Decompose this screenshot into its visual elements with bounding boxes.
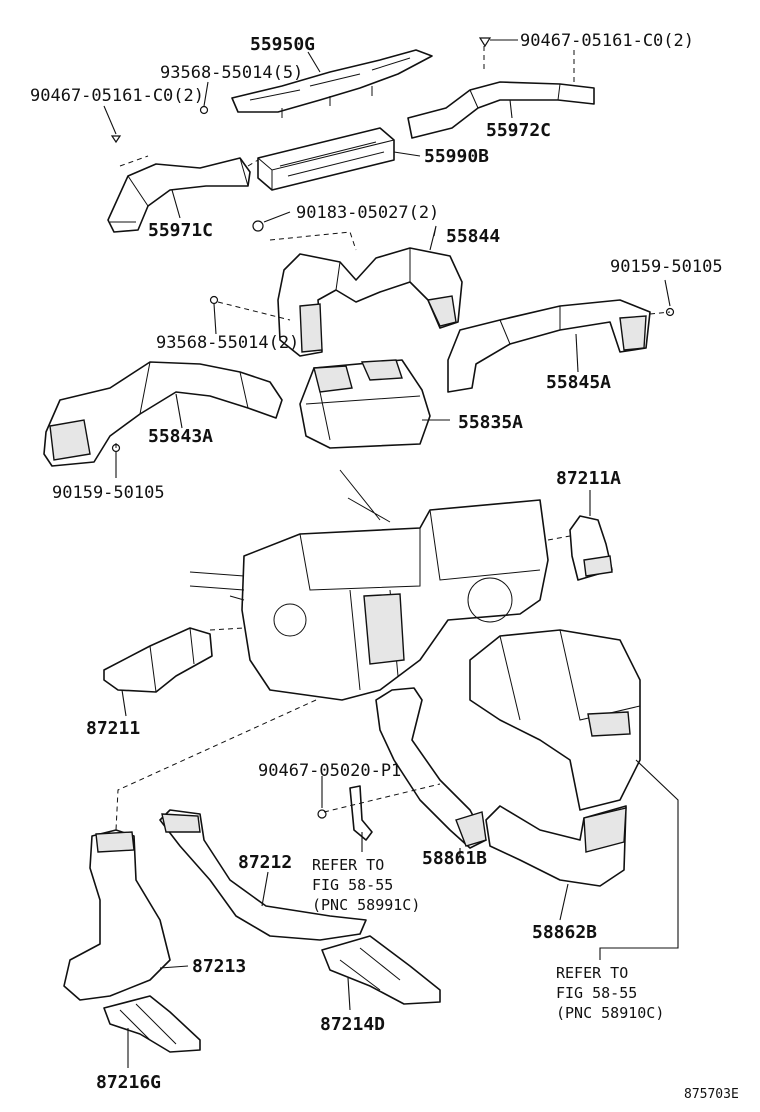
label-55845A: 55845A — [546, 372, 611, 393]
clip-icon — [252, 220, 264, 232]
part-55972C-shape — [407, 81, 595, 139]
ref-note-1-line1: REFER TO — [312, 856, 384, 874]
label-93568-top: 93568-55014(5) — [160, 63, 303, 83]
part-55990B-shape — [257, 127, 395, 191]
ref-note-2-line1: REFER TO — [556, 964, 628, 982]
label-90183: 90183-05027(2) — [296, 203, 439, 223]
part-55844-shape — [277, 247, 463, 357]
label-58862B: 58862B — [532, 922, 597, 943]
label-55843A: 55843A — [148, 426, 213, 447]
ref-note-2-line3: (PNC 58910C) — [556, 1004, 664, 1022]
screw-icon — [110, 135, 122, 144]
label-90467-right: 90467-05161-C0(2) — [520, 31, 694, 51]
rear-console-shape — [469, 629, 641, 811]
part-55843A-shape — [43, 361, 283, 467]
label-55835A: 55835A — [458, 412, 523, 433]
label-58861B: 58861B — [422, 848, 487, 869]
label-87212: 87212 — [238, 852, 292, 873]
label-55972C: 55972C — [486, 120, 551, 141]
ref-note-1-line2: FIG 58-55 — [312, 876, 393, 894]
label-90159-left: 90159-50105 — [52, 483, 165, 503]
label-90467-left: 90467-05161-C0(2) — [30, 86, 204, 106]
part-87214D-shape — [321, 935, 441, 1005]
label-87216G: 87216G — [96, 1072, 161, 1093]
part-55971C-shape — [107, 157, 251, 233]
bolt-icon — [209, 295, 219, 305]
label-87211A: 87211A — [556, 468, 621, 489]
heater-unit-assembly — [189, 469, 549, 701]
label-55844: 55844 — [446, 226, 500, 247]
bracket-shape — [349, 785, 373, 841]
part-87213-shape — [63, 829, 171, 1001]
figure-id: 875703E — [684, 1087, 739, 1102]
part-55845A-shape — [447, 299, 651, 393]
part-87211-shape — [103, 627, 213, 693]
part-87211A-shape — [569, 515, 613, 581]
label-93568-mid: 93568-55014(2) — [156, 333, 299, 353]
part-87212-shape — [159, 809, 367, 941]
label-87211: 87211 — [86, 718, 140, 739]
label-87213: 87213 — [192, 956, 246, 977]
label-90467-05020: 90467-05020-P1 — [258, 761, 401, 781]
label-55971C: 55971C — [148, 220, 213, 241]
label-55990B: 55990B — [424, 146, 489, 167]
part-55835A-shape — [299, 359, 431, 449]
label-87214D: 87214D — [320, 1014, 385, 1035]
part-58861B-shape — [375, 687, 487, 849]
part-55950G-shape — [231, 49, 433, 118]
ref-note-2-line2: FIG 58-55 — [556, 984, 637, 1002]
label-55950G: 55950G — [250, 34, 315, 55]
label-90159-right: 90159-50105 — [610, 257, 723, 277]
part-87216G-shape — [103, 995, 201, 1053]
screw-icon — [478, 37, 492, 48]
part-58862B-shape — [485, 805, 627, 887]
ref-note-1-line3: (PNC 58991C) — [312, 896, 420, 914]
bolt-icon — [317, 809, 327, 819]
bolt-icon — [199, 105, 209, 115]
